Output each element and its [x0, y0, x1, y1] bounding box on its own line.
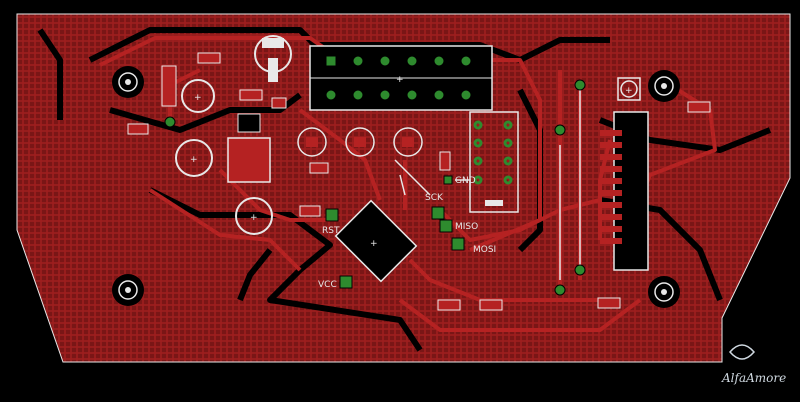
microcontroller-chip: + — [334, 199, 418, 283]
electrolytic-capacitor: + — [235, 197, 273, 235]
electrolytic-capacitor: + — [175, 139, 213, 177]
svg-text:+: + — [250, 213, 258, 223]
test-pads — [164, 79, 586, 296]
socket-connector — [469, 111, 519, 213]
label-rst: RST — [322, 226, 340, 236]
electrolytic-capacitor: + — [181, 79, 215, 113]
svg-text:+: + — [396, 75, 404, 85]
mounting-hole — [112, 66, 144, 98]
electrolytic-capacitor — [254, 35, 292, 82]
edge-connector — [600, 111, 649, 271]
led — [345, 127, 375, 157]
svg-text:+: + — [190, 155, 198, 165]
mounting-hole — [112, 274, 144, 306]
label-gnd: GND — [455, 176, 476, 186]
smd-components — [127, 52, 711, 311]
label-vcc: VCC — [318, 280, 337, 290]
pin-header: + — [309, 45, 493, 111]
mounting-hole — [648, 70, 680, 102]
mounting-hole — [648, 276, 680, 308]
label-miso: MISO — [455, 222, 478, 232]
svg-text:+: + — [194, 93, 202, 103]
svg-text:+: + — [370, 239, 378, 249]
led — [297, 127, 327, 157]
watermark-text: AlfaAmore — [721, 371, 786, 385]
voltage-regulator — [227, 113, 271, 183]
watermark-logo: AlfaAmore — [721, 344, 786, 385]
svg-text:+: + — [625, 86, 633, 96]
label-sck: SCK — [425, 193, 444, 203]
silkscreen-lines — [394, 85, 581, 280]
potentiometer: + — [617, 77, 641, 101]
label-mosi: MOSI — [473, 245, 496, 255]
led — [393, 127, 423, 157]
